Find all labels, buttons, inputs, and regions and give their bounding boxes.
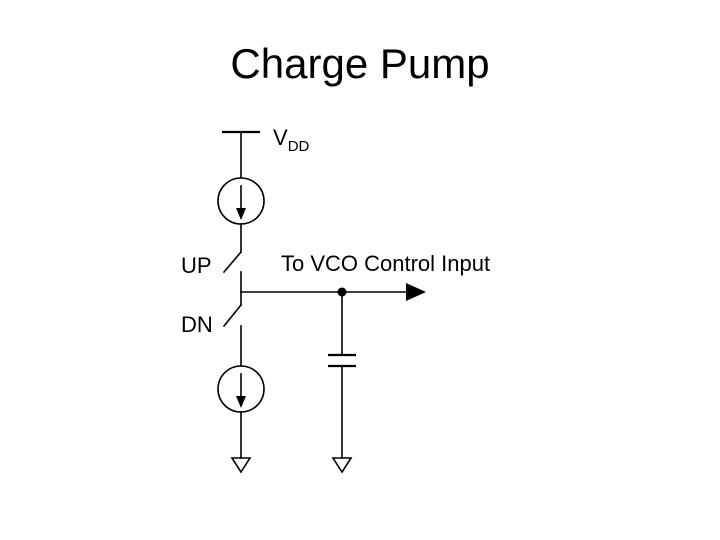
ground-icon-right (331, 457, 353, 474)
dn-switch-icon (222, 303, 243, 328)
output-label: To VCO Control Input (281, 251, 490, 276)
output-arrow-icon (406, 283, 426, 301)
ground-icon-left (230, 457, 252, 474)
capacitor-icon (328, 353, 356, 368)
dn-switch-label: DN (181, 312, 213, 337)
slide-title: Charge Pump (230, 40, 490, 87)
up-switch-icon (222, 250, 243, 274)
up-switch-label: UP (181, 253, 212, 278)
up-current-source-icon (217, 177, 265, 225)
vdd-label: VDD (273, 125, 310, 155)
dn-current-source-icon (217, 365, 265, 413)
